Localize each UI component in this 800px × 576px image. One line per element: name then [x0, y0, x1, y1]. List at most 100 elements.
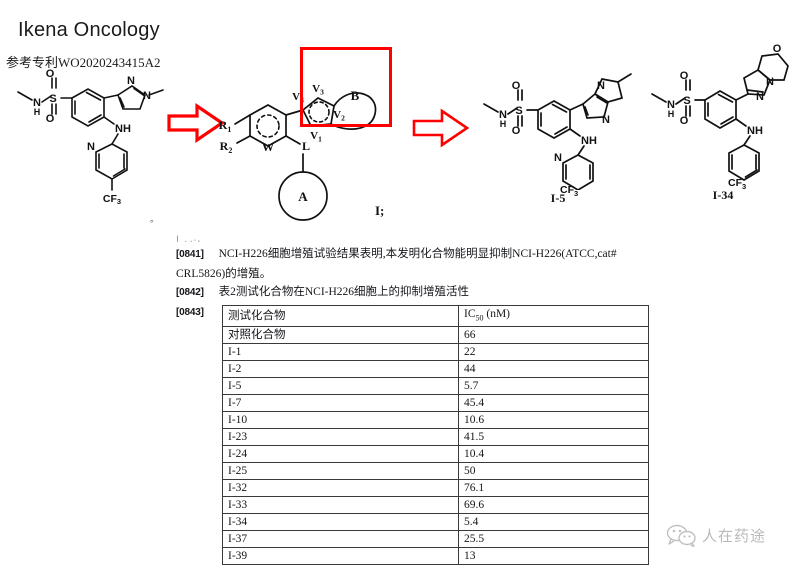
atom-label-NH: NH: [747, 125, 763, 137]
atom-label-O: O: [512, 125, 521, 137]
label-ring-A: A: [298, 189, 308, 204]
paragraph-0841: [0841] NCI-H226细胞增殖试验结果表明,本发明化合物能明显抑制NCI…: [176, 247, 646, 262]
cell-compound: I-10: [222, 411, 459, 430]
clipped-text-line: ت ر ا: [176, 235, 201, 242]
paragraph-text: NCI-H226细胞增殖试验结果表明,本发明化合物能明显抑制NCI-H226(A…: [218, 248, 617, 260]
red-highlight-box: [300, 47, 392, 127]
atom-label-O: O: [46, 113, 55, 125]
atom-label-S: S: [683, 95, 690, 107]
atom-label-O: O: [512, 80, 521, 92]
atom-label-O: O: [680, 115, 689, 127]
atom-label-CF3: CF3: [560, 184, 579, 199]
paragraph-0842: [0842] 表2测试化合物在NCI-H226细胞上的抑制增殖活性: [176, 285, 469, 300]
atom-label-N: N: [127, 75, 135, 87]
paragraph-text: 表2测试化合物在NCI-H226细胞上的抑制增殖活性: [218, 286, 470, 298]
cell-compound: I-37: [222, 530, 459, 549]
page-title: Ikena Oncology: [18, 19, 160, 41]
cell-ic50: 10.4: [458, 445, 649, 464]
cell-ic50: 45.4: [458, 394, 649, 413]
cell-ic50: 44: [458, 360, 649, 379]
atom-label-N: N: [766, 76, 774, 88]
atom-label-N: N: [87, 141, 95, 153]
atom-label-N: N: [756, 91, 764, 103]
cell-ic50: 69.6: [458, 496, 649, 515]
atom-label-O: O: [773, 43, 782, 55]
table-header-row: 测试化合物 IC50 (nM): [222, 304, 649, 328]
paragraph-number: [0841]: [176, 249, 204, 260]
cell-ic50: 5.4: [458, 513, 649, 532]
cell-ic50: 5.7: [458, 377, 649, 396]
label-W: W: [262, 140, 274, 154]
cell-compound: I-23: [222, 428, 459, 447]
compound-i34-caption: I-34: [712, 188, 734, 202]
cell-ic50: 22: [458, 343, 649, 362]
label-V2: V2: [333, 109, 345, 123]
formula-label: I;: [375, 203, 385, 218]
reference-structure-drawing: O O S N H N N NH N CF3: [17, 68, 164, 206]
cell-ic50: 25.5: [458, 530, 649, 549]
cell-compound: I-1: [222, 343, 459, 362]
atom-label-S: S: [49, 93, 56, 105]
cell-compound: I-33: [222, 496, 459, 515]
atom-label-NH: NH: [115, 123, 131, 135]
wechat-watermark: 人在药途: [666, 523, 766, 547]
atom-label-O: O: [680, 70, 689, 82]
patent-document-region: ت ر ا [0841] NCI-H226细胞增殖试验结果表明,本发明化合物能明…: [0, 234, 800, 576]
cell-compound: I-7: [222, 394, 459, 413]
cell-ic50: 50: [458, 462, 649, 481]
column-header-ic50: IC50 (nM): [458, 304, 649, 328]
cell-compound: I-32: [222, 479, 459, 498]
wechat-icon: [666, 524, 696, 547]
atom-label-CF3: CF3: [103, 193, 121, 206]
trailing-period-mark: 。: [150, 214, 160, 224]
atom-label-N: N: [499, 109, 507, 121]
cell-ic50: 41.5: [458, 428, 649, 447]
label-V1: V1: [310, 130, 322, 144]
paragraph-0843: [0843]: [176, 305, 204, 320]
right-arrow-icon: [412, 108, 470, 148]
compound-i34-structure: O O S N H N N O NH I-34: [648, 32, 798, 203]
generic-formula-structure: R1 R2 W L A B V3 V4 V2 V1: [215, 40, 415, 230]
atom-label-H: H: [668, 109, 675, 119]
cell-compound: I-2: [222, 360, 459, 379]
paragraph-0841-continuation: CRL5826)的增殖。: [176, 268, 272, 280]
red-arrow-right-1: [167, 102, 225, 148]
atom-label-N: N: [597, 80, 605, 92]
atom-label-N: N: [667, 99, 675, 111]
generic-formula-drawing: R1 R2 W L A B V3 V4 V2 V1: [219, 83, 377, 221]
right-arrow-icon: [167, 102, 225, 144]
cell-compound: I-5: [222, 377, 459, 396]
paragraph-number: [0842]: [176, 287, 204, 298]
cell-compound: I-39: [222, 547, 459, 566]
atom-label-S: S: [515, 105, 522, 117]
cell-compound: I-24: [222, 445, 459, 464]
cell-ic50: 76.1: [458, 479, 649, 498]
cell-ic50: 66: [458, 326, 649, 345]
cell-compound: 对照化合物: [222, 326, 459, 345]
paragraph-number: [0843]: [176, 307, 204, 318]
red-arrow-right-2: [412, 107, 470, 154]
label-R1: R1: [219, 118, 232, 134]
label-L: L: [302, 139, 310, 153]
cell-compound: I-25: [222, 462, 459, 481]
atom-label-N: N: [33, 97, 41, 109]
i34-structure-drawing: O O S N H N N O NH: [651, 43, 789, 181]
atom-label-CF3: CF3: [728, 177, 747, 192]
cell-ic50: 10.6: [458, 411, 649, 430]
cell-ic50: 13: [458, 547, 649, 566]
atom-label-N: N: [554, 152, 562, 164]
reference-compound-structure: O O S N H N N NH N CF3: [8, 62, 178, 217]
cell-compound: I-34: [222, 513, 459, 532]
